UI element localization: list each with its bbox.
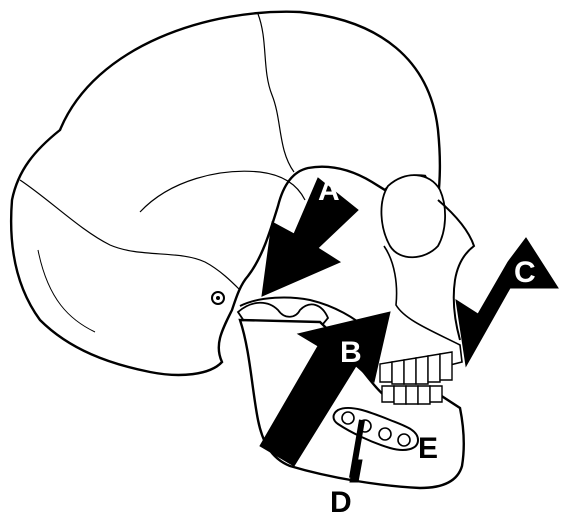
plate-screw [379,428,391,440]
arrow-c [456,238,558,366]
plate-screw [342,412,354,424]
plate-screw [398,434,410,446]
label-d: D [330,486,352,518]
orbit-outline [381,175,445,257]
label-e: E [418,432,438,465]
label-b: B [340,336,362,369]
lower-teeth [382,386,442,404]
upper-teeth [380,352,452,384]
label-a: A [318,174,340,207]
label-c: C [514,256,536,289]
